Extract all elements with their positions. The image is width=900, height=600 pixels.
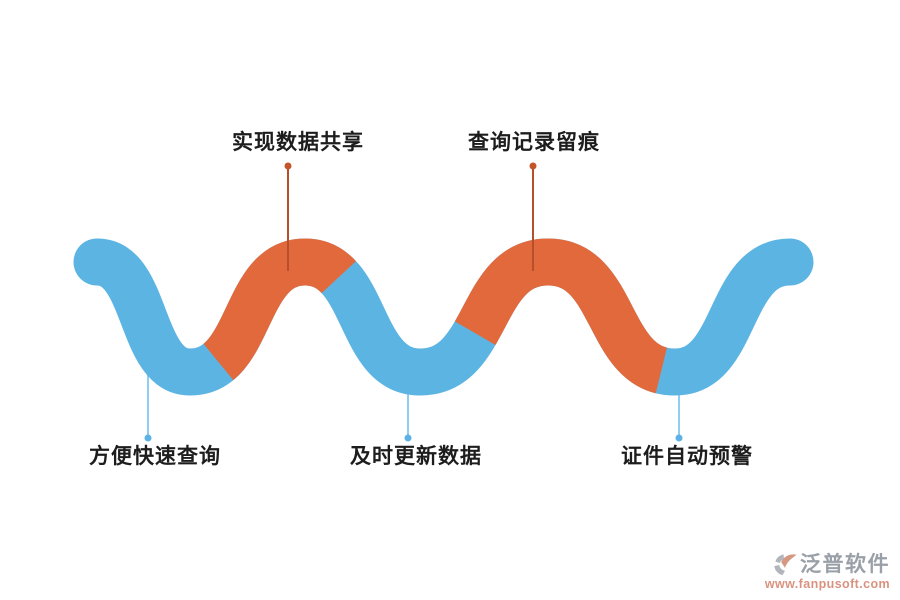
connector-dot xyxy=(404,434,412,442)
watermark: 泛普软件 www.fanpusoft.com xyxy=(765,551,890,591)
connector-dot xyxy=(144,434,152,442)
logo-arc-top xyxy=(775,554,785,564)
watermark-url: www.fanpusoft.com xyxy=(764,577,890,591)
connector-dot xyxy=(284,162,292,170)
watermark-brand: 泛普软件 xyxy=(800,553,890,576)
wave-base-path xyxy=(73,238,814,396)
logo-wedge-bottom xyxy=(774,564,785,576)
connector-dot xyxy=(529,162,537,170)
fanpu-logo-icon xyxy=(774,554,797,576)
connector-dot xyxy=(675,434,683,442)
logo-swoosh xyxy=(781,554,797,568)
watermark-brand-row: 泛普软件 xyxy=(765,551,890,578)
